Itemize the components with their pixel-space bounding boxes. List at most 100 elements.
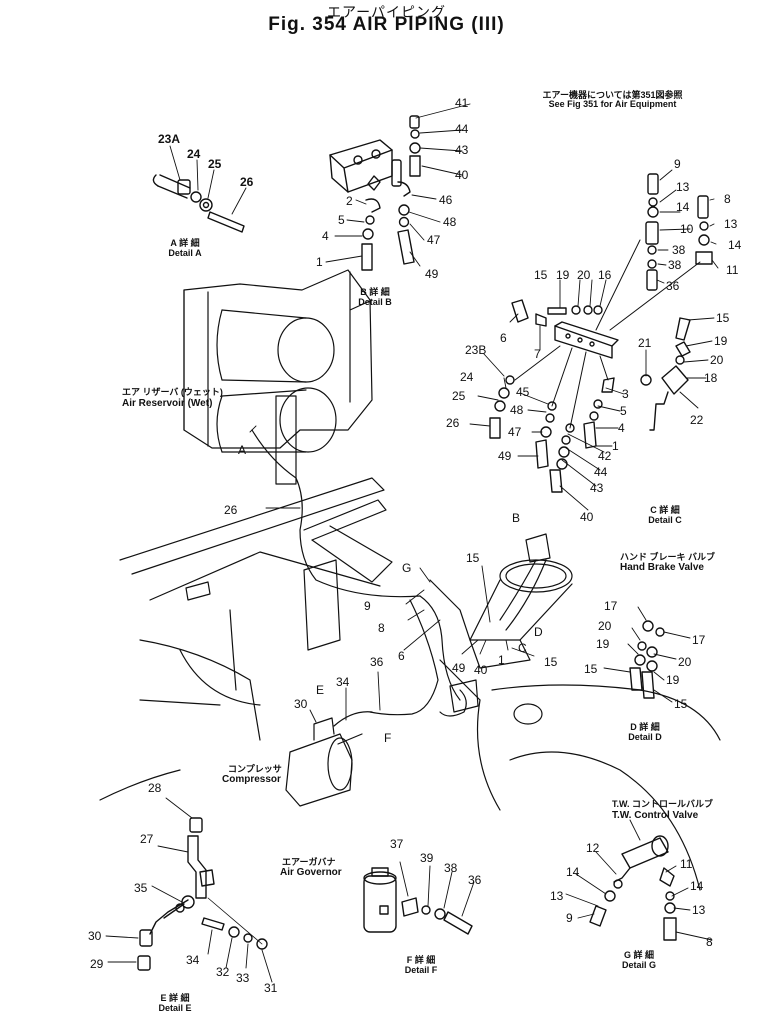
hand-brake-valve-label-japanese: ハンド ブレーキ バルブ [620,552,716,562]
compressor-label: Compressor [222,774,281,785]
callout: 8 [706,935,713,949]
air-governor-label: Air Governor [280,867,342,878]
hand-brake-valve-label: Hand Brake Valve [620,562,704,573]
callout: 49 [498,449,512,463]
main-callouts: A 26 B 15 G 9 8 6 49 40 1 D C 15 36 34 3… [224,443,558,745]
detail-f-caption: F 詳 細 Detail F [404,955,438,975]
callout: 12 [586,841,600,855]
callout: 28 [148,781,162,795]
callout: 48 [510,403,524,417]
callout: 35 [134,881,148,895]
detail-b-caption: B 詳 細 Detail B [358,287,392,307]
callout: 17 [692,633,706,647]
callout: 13 [550,889,564,903]
callout: 2 [346,194,353,208]
leader-lines [105,103,719,983]
callout: 1 [612,439,619,453]
callout: 15 [716,311,730,325]
callout: 26 [240,175,254,189]
callout: 15 [674,697,688,711]
callout: 40 [580,510,594,524]
reference-note-japanese: エアー機器については第351図参照 [542,90,683,100]
callout: 4 [618,421,625,435]
callout: 33 [236,971,250,985]
callout: 20 [678,655,692,669]
callout: 40 [474,663,488,677]
callout: 44 [455,122,469,136]
callout: 26 [446,416,460,430]
callout: 11 [726,263,739,277]
callout: 47 [508,425,522,439]
callout: 37 [390,837,404,851]
detail-g-caption: G 詳 細 Detail G [621,950,656,970]
detail-a-callouts: 23A 24 25 26 [158,132,254,189]
callout: 10 [680,222,694,236]
callout: 36 [666,279,680,293]
detail-a-drawing [152,174,245,233]
air-reservoir-label: Air Reservoir (Wet) [122,398,213,409]
callout: 25 [452,389,466,403]
detail-e-caption: E 詳 細 Detail E [158,993,192,1011]
detail-g-callouts: 12 11 14 14 13 13 9 8 [550,841,713,949]
callout: 36 [370,655,384,669]
callout: 17 [604,599,618,613]
callout: 47 [427,233,441,247]
callout: 14 [676,200,690,214]
callout: 21 [638,336,652,350]
callout: 19 [714,334,728,348]
callout: 15 [466,551,480,565]
detail-d-callouts: 17 20 17 19 20 15 19 15 [584,599,706,711]
callout: B [512,511,520,525]
callout: 8 [378,621,385,635]
callout: 19 [666,673,680,687]
callout: 34 [186,953,200,967]
callout: 1 [316,255,323,269]
callout: 38 [444,861,458,875]
air-reservoir-label-japanese: エア リザーバ (ウェット) [122,387,223,397]
tw-control-valve-label-japanese: T.W. コントロールバルブ [612,799,714,809]
callout: 13 [676,180,690,194]
callout: 27 [140,832,154,846]
callout: 22 [690,413,704,427]
callout: 14 [690,879,704,893]
callout: 43 [455,143,469,157]
detail-c-upper-callouts: 9 13 14 10 38 38 36 8 13 14 11 [666,157,742,293]
figure-title-japanese: エアーパイピング [326,4,447,20]
callout: 15 [534,268,548,282]
callout: 24 [187,147,201,161]
callout: 5 [620,404,627,418]
callout: F [384,731,391,745]
callout: 30 [88,929,102,943]
callout: 49 [425,267,439,281]
callout: 30 [294,697,308,711]
callout: 6 [500,331,507,345]
callout: D [534,625,543,639]
callout: 19 [596,637,610,651]
callout: 15 [544,655,558,669]
compressor-label-japanese: コンプレッサ [228,764,282,774]
callout: 20 [598,619,612,633]
callout: 39 [420,851,434,865]
detail-f-callouts: 37 39 38 36 [390,837,482,887]
callout: 9 [674,157,681,171]
air-governor-label-japanese: エアーガバナ [282,857,336,867]
callout: 9 [364,599,371,613]
callout: 45 [516,385,530,399]
reference-note: See Fig 351 for Air Equipment [548,99,677,109]
detail-g-drawing [589,835,677,941]
callout: 42 [598,449,612,463]
callout: 31 [264,981,278,995]
callout: 49 [452,661,466,675]
callout: 18 [704,371,718,385]
callout: 23B [465,343,486,357]
callout: 8 [724,192,731,206]
callout: C [518,641,527,655]
callout: 48 [443,215,457,229]
detail-c-callouts: 15 19 20 16 6 7 23B 24 25 26 45 48 47 49… [446,268,730,524]
callout: 46 [439,193,453,207]
callout: 9 [566,911,573,925]
detail-c-caption: C 詳 細 Detail C [648,505,682,525]
machine-drawing [99,269,721,891]
